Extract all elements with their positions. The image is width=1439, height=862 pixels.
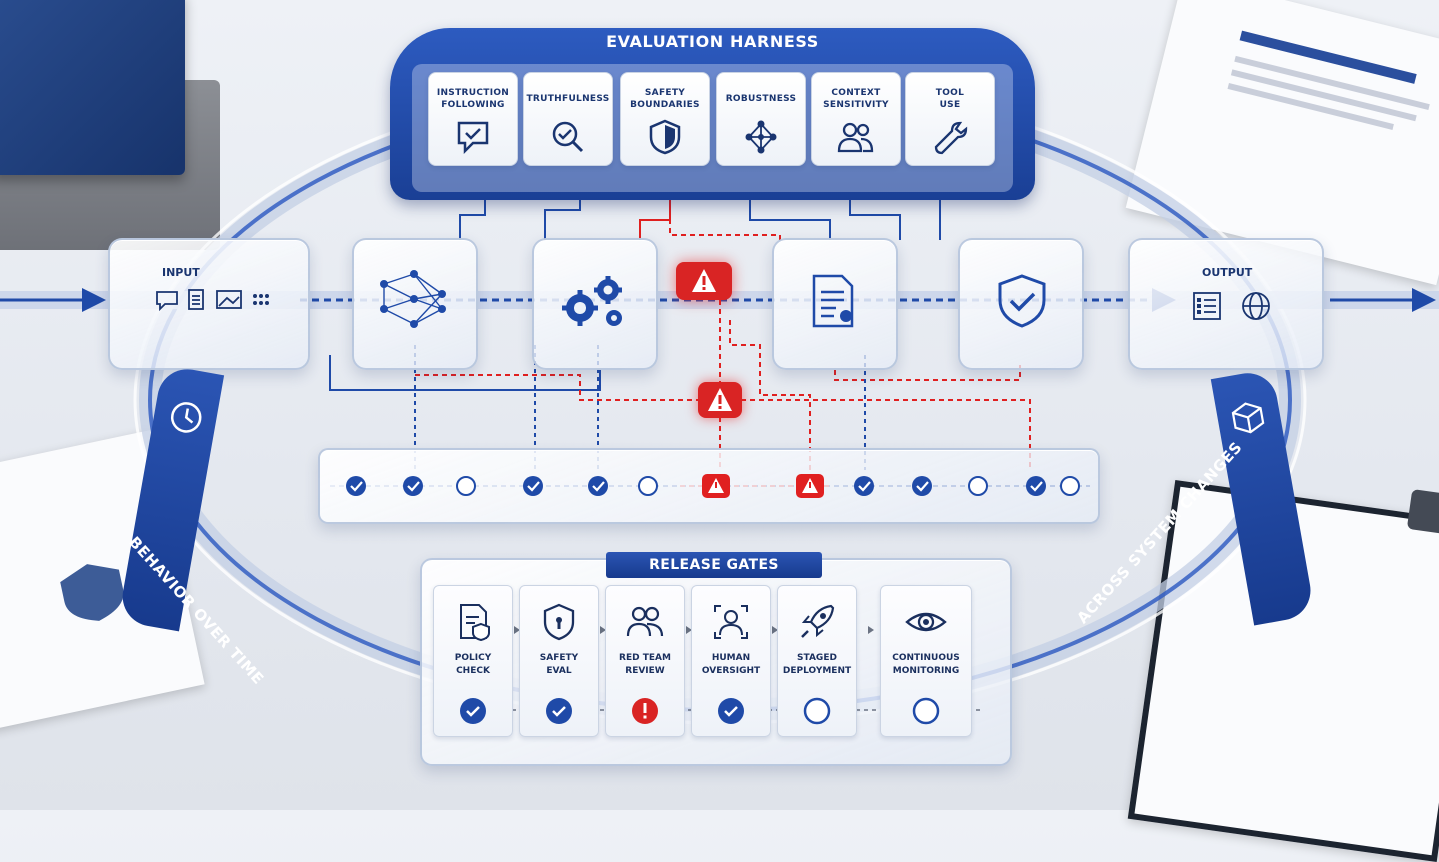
eye-icon — [905, 612, 947, 632]
gate-label: POLICY CHECK — [454, 653, 492, 676]
timeline-marker-check[interactable] — [346, 476, 366, 496]
gears-icon — [562, 276, 622, 326]
timeline-marker-warning[interactable] — [702, 474, 730, 498]
timeline-marker-check[interactable] — [1026, 476, 1046, 496]
timeline-marker-pending[interactable] — [456, 476, 476, 496]
input-modalities-icons — [156, 289, 269, 312]
test-context-sensitivity[interactable]: CONTEXT SENSITIVITY — [811, 72, 901, 166]
stage-node-documentation[interactable] — [772, 238, 898, 370]
output-node[interactable]: OUTPUT — [1128, 238, 1324, 370]
status-pending-icon — [912, 697, 940, 725]
shield-icon — [649, 119, 681, 155]
timeline-marker-check[interactable] — [523, 476, 543, 496]
gate-label: HUMAN OVERSIGHT — [701, 653, 761, 676]
gate-staged-deployment[interactable]: STAGED DEPLOYMENT — [777, 585, 857, 737]
harness-title: EVALUATION HARNESS — [606, 32, 819, 51]
test-tool-use[interactable]: TOOL USE — [905, 72, 995, 166]
gate-policy-check[interactable]: POLICY CHECK — [433, 585, 513, 737]
test-instruction-following[interactable]: INSTRUCTION FOLLOWING — [428, 72, 518, 166]
shield-check-icon — [998, 274, 1046, 328]
gate-label: STAGED DEPLOYMENT — [782, 653, 852, 676]
test-label: TOOL USE — [935, 88, 965, 110]
test-robustness[interactable]: ROBUSTNESS — [716, 72, 806, 166]
cube-icon — [1231, 402, 1265, 434]
gate-safety-eval[interactable]: SAFETY EVAL — [519, 585, 599, 737]
test-label: CONTEXT SENSITIVITY — [823, 88, 889, 110]
gate-label: CONTINUOUS MONITORING — [892, 653, 960, 676]
warning-icon — [708, 388, 732, 411]
magnifier-check-icon — [552, 121, 584, 153]
stage-node-processing[interactable] — [532, 238, 658, 370]
timeline-marker-check[interactable] — [854, 476, 874, 496]
status-pending-icon — [803, 697, 831, 725]
test-truthfulness[interactable]: TRUTHFULNESS — [523, 72, 613, 166]
neural-network-icon — [380, 270, 446, 328]
chat-check-icon — [457, 121, 489, 155]
stage-node-safety-check[interactable] — [958, 238, 1084, 370]
policy-doc-icon — [460, 604, 490, 642]
wrench-icon — [934, 121, 968, 155]
timeline-markers — [346, 474, 1080, 498]
timeline-marker-pending[interactable] — [1060, 476, 1080, 496]
gate-label: RED TEAM REVIEW — [619, 653, 671, 676]
timeline-marker-pending[interactable] — [968, 476, 988, 496]
gate-continuous-monitoring[interactable]: CONTINUOUS MONITORING — [880, 585, 972, 737]
warning-badge-midlevel[interactable] — [698, 382, 742, 418]
timeline-marker-check[interactable] — [588, 476, 608, 496]
test-label: SAFETY BOUNDARIES — [630, 88, 700, 110]
users-icon — [837, 122, 874, 153]
notebook-left — [0, 429, 205, 731]
warning-badge-pipeline[interactable] — [676, 262, 732, 300]
input-node[interactable]: INPUT — [108, 238, 310, 370]
timeline-marker-check[interactable] — [403, 476, 423, 496]
warning-icon — [692, 269, 716, 292]
gate-label: SAFETY EVAL — [539, 653, 579, 676]
test-label: ROBUSTNESS — [725, 94, 797, 104]
network-icon — [745, 120, 777, 154]
status-pass-icon — [460, 698, 486, 724]
person-frame-icon — [714, 605, 748, 639]
stage-node-model[interactable] — [352, 238, 478, 370]
document-icon — [812, 274, 854, 328]
test-label: TRUTHFULNESS — [526, 94, 610, 104]
gate-red-team-review[interactable]: RED TEAM REVIEW — [605, 585, 685, 737]
timeline-marker-check[interactable] — [912, 476, 932, 496]
output-label: OUTPUT — [1202, 266, 1253, 279]
gate-human-oversight[interactable]: HUMAN OVERSIGHT — [691, 585, 771, 737]
test-safety-boundaries[interactable]: SAFETY BOUNDARIES — [620, 72, 710, 166]
status-pass-icon — [546, 698, 572, 724]
users-icon — [626, 606, 664, 637]
behavior-over-time-band — [117, 364, 225, 632]
test-label: INSTRUCTION FOLLOWING — [436, 88, 510, 110]
shield-icon — [60, 564, 124, 621]
output-icons — [1193, 292, 1270, 320]
shield-icon — [543, 603, 575, 641]
clock-icon — [170, 402, 202, 433]
status-alert-icon — [632, 698, 658, 724]
across-system-changes-band — [1210, 368, 1316, 626]
binder-book — [0, 0, 185, 175]
timeline-marker-warning[interactable] — [796, 474, 824, 498]
release-gates-title: RELEASE GATES — [606, 552, 822, 578]
status-pass-icon — [718, 698, 744, 724]
timeline-marker-pending[interactable] — [638, 476, 658, 496]
rocket-icon — [801, 604, 835, 638]
input-label: INPUT — [162, 266, 200, 279]
